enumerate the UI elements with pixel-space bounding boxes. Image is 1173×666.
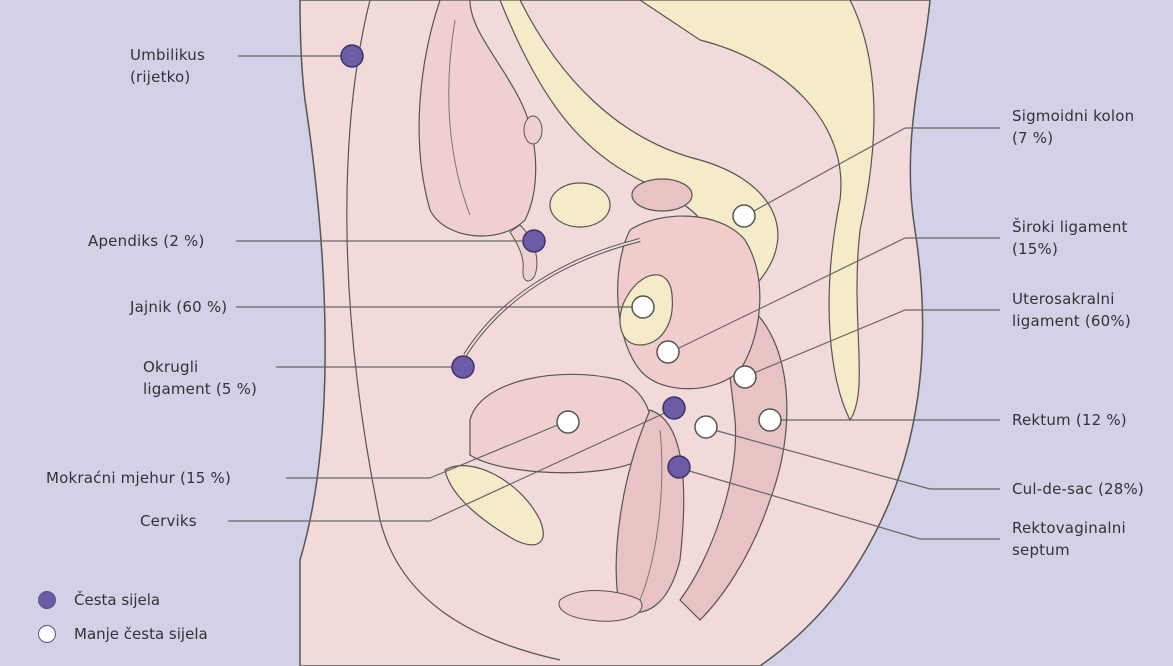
label-siroki-ligament: Široki ligament(15%)	[1012, 216, 1128, 260]
legend-common-label: Česta sijela	[74, 591, 160, 609]
site-rectovaginal-septum	[668, 456, 690, 478]
label-rektum: Rektum (12 %)	[1012, 409, 1127, 431]
label-mokracni-mjehur: Mokraćni mjehur (15 %)	[46, 467, 231, 489]
site-rectum	[759, 409, 781, 431]
site-uterosacral-ligament	[734, 366, 756, 388]
label-umbilikus: Umbilikus(rijetko)	[130, 44, 205, 88]
site-cervix	[663, 397, 685, 419]
label-jajnik: Jajnik (60 %)	[130, 296, 227, 318]
legend-less-common: Manje česta sijela	[38, 622, 208, 646]
label-sigmoidni-kolon: Sigmoidni kolon(7 %)	[1012, 105, 1134, 149]
common-site-icon	[38, 591, 56, 609]
site-bladder	[557, 411, 579, 433]
site-broad-ligament	[657, 341, 679, 363]
site-sigmoid-colon	[733, 205, 755, 227]
site-umbilicus	[341, 45, 363, 67]
site-round-ligament	[452, 356, 474, 378]
label-cerviks: Cerviks	[140, 510, 197, 532]
label-cul-de-sac: Cul-de-sac (28%)	[1012, 478, 1144, 500]
site-ovary	[632, 296, 654, 318]
label-apendiks: Apendiks (2 %)	[88, 230, 205, 252]
site-appendix	[523, 230, 545, 252]
legend-less-common-label: Manje česta sijela	[74, 625, 208, 643]
less-common-site-icon	[38, 625, 56, 643]
site-cul-de-sac	[695, 416, 717, 438]
legend-common: Česta sijela	[38, 588, 160, 612]
